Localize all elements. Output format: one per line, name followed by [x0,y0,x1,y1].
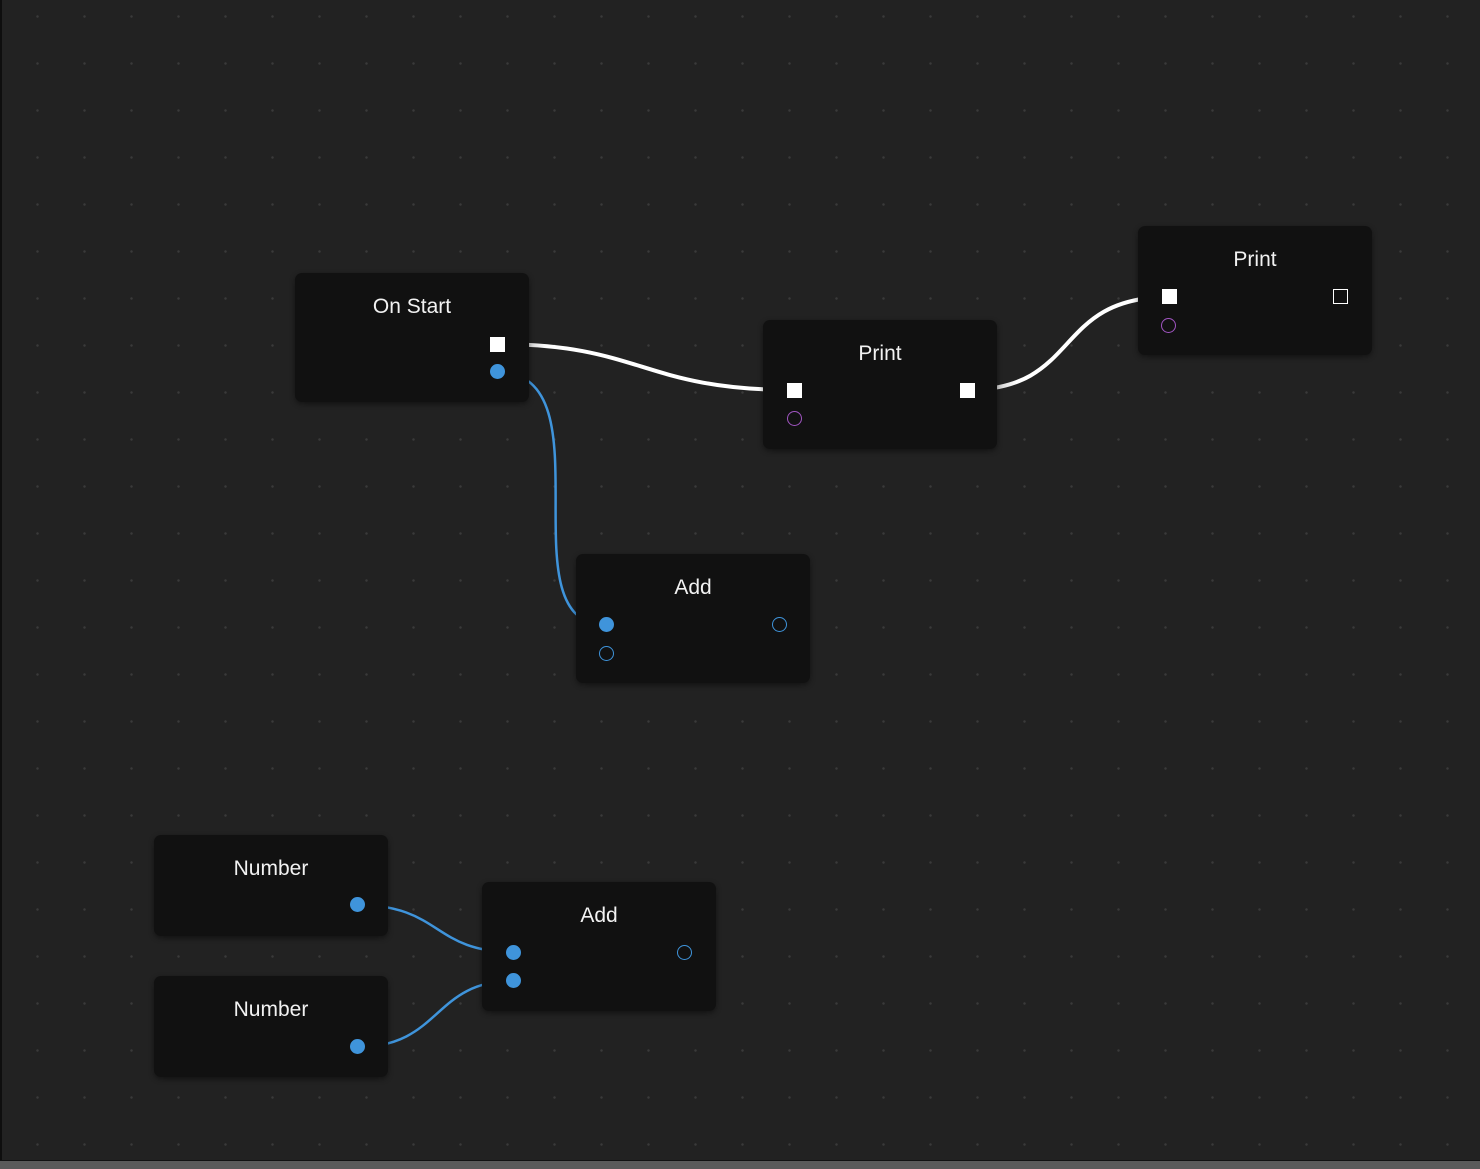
node-number[interactable]: Number [154,835,388,936]
node-title: Number [233,998,309,1021]
number-output-port[interactable] [350,1039,365,1054]
string-input-port[interactable] [1161,318,1176,333]
number-input-port-b[interactable] [599,646,614,661]
number-output-port[interactable] [772,617,787,632]
node-title: Number [233,857,309,880]
node-title: On Start [372,295,452,318]
exec-input-port[interactable] [1162,289,1177,304]
number-input-port-a[interactable] [506,945,521,960]
exec-output-port[interactable] [960,383,975,398]
bottom-scrollbar[interactable] [0,1160,1480,1169]
number-input-port-a[interactable] [599,617,614,632]
exec-output-port[interactable] [1333,289,1348,304]
exec-output-port[interactable] [490,337,505,352]
exec-input-port[interactable] [787,383,802,398]
exec-wire-onstart-print[interactable] [496,342,795,392]
node-on-start[interactable]: On Start [295,273,529,402]
node-print[interactable]: Print [763,320,997,449]
node-number[interactable]: Number [154,976,388,1077]
number-output-port[interactable] [490,364,505,379]
number-output-port[interactable] [350,897,365,912]
node-title: Print [1233,248,1277,271]
node-title: Add [580,904,618,927]
string-input-port[interactable] [787,411,802,426]
node-print[interactable]: Print [1138,226,1372,355]
number-input-port-b[interactable] [506,973,521,988]
node-add[interactable]: Add [576,554,810,683]
node-add[interactable]: Add [482,882,716,1011]
node-title: Print [858,342,902,365]
number-output-port[interactable] [677,945,692,960]
node-title: Add [674,576,712,599]
